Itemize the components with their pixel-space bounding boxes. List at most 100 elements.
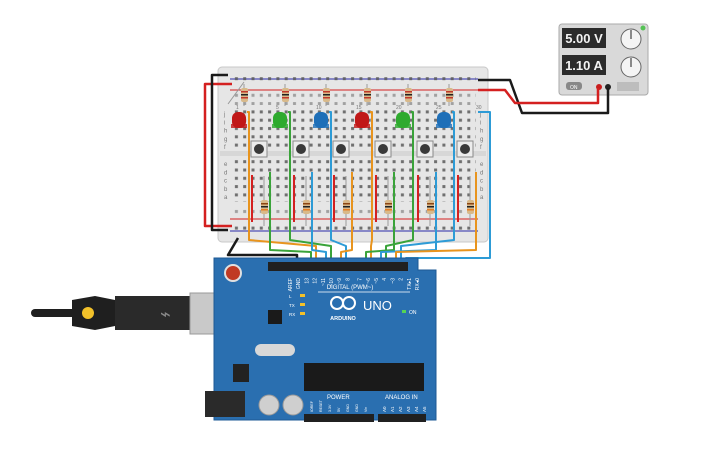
arduino-logo: ARDUINO UNO	[330, 296, 392, 322]
column-number: 25	[436, 105, 442, 111]
signal-wire[interactable]	[247, 111, 317, 270]
model-name: UNO	[363, 298, 392, 313]
wire-supply-positive[interactable]	[478, 88, 600, 105]
row-letter: d	[480, 170, 483, 176]
led-resistor[interactable]	[227, 81, 245, 105]
led-red[interactable]	[231, 112, 247, 128]
status-led-icon	[300, 294, 305, 297]
row-letter: a	[480, 195, 484, 201]
pulldown-resistor[interactable]	[261, 176, 268, 226]
led-green[interactable]	[272, 112, 288, 128]
pulldown-resistor[interactable]	[385, 176, 392, 226]
analog-pin-label: A4	[414, 406, 419, 412]
push-button[interactable]	[374, 140, 392, 158]
led-blue[interactable]	[436, 112, 452, 128]
push-button[interactable]	[292, 140, 310, 158]
usb-cable[interactable]: ⌁	[31, 292, 229, 335]
led-resistor[interactable]	[323, 84, 330, 106]
push-button[interactable]	[250, 140, 268, 158]
analog-pin-label: A0	[382, 406, 387, 412]
pulldown-resistor[interactable]	[303, 176, 310, 226]
usb-symbol-icon: ⌁	[160, 304, 171, 324]
digital-pin-label: 8	[345, 278, 351, 281]
digital-pin-label: ~3	[390, 278, 396, 284]
on-led-label: ON	[409, 310, 417, 316]
status-led-icon	[640, 25, 646, 31]
power-supply[interactable]: 5.00 V 1.10 A ON	[558, 23, 649, 96]
digital-pin-label: ~9	[337, 278, 343, 284]
power-jack	[205, 391, 245, 417]
row-letter: a	[224, 195, 228, 201]
digital-pin-label: 13	[304, 278, 310, 284]
power-pin-label: 3.3V	[328, 404, 332, 412]
power-pin-label: GND	[355, 404, 359, 412]
status-led-icon	[300, 303, 305, 306]
row-letter: c	[224, 179, 227, 185]
analog-label: ANALOG IN	[385, 395, 418, 401]
analog-header	[378, 414, 426, 422]
digital-label: DIGITAL (PWM~)	[327, 285, 374, 291]
wire-red-rail[interactable]	[203, 82, 232, 228]
analog-pin-label: A3	[406, 406, 411, 412]
lightning-icon	[82, 307, 94, 319]
digital-pin-label: GND	[296, 278, 302, 290]
wire-black-rail[interactable]	[210, 73, 228, 232]
power-pin-label: GND	[346, 404, 350, 412]
digital-pin-label: ~6	[366, 278, 372, 284]
infinity-right-icon	[342, 296, 356, 310]
digital-pin-label: 4	[382, 278, 388, 281]
power-pin-label: Vin	[364, 407, 368, 412]
pulldown-resistor[interactable]	[467, 176, 474, 226]
components	[227, 81, 474, 226]
push-button[interactable]	[332, 140, 350, 158]
power-pin-label: 5V	[337, 407, 341, 412]
reset-button[interactable]	[224, 264, 242, 282]
signal-wire[interactable]	[288, 111, 332, 270]
column-number: 15	[356, 105, 362, 111]
led-resistor[interactable]	[282, 84, 289, 106]
led-green[interactable]	[395, 112, 411, 128]
row-letter: h	[480, 129, 483, 135]
row-letter: i	[224, 120, 225, 126]
column-number: 5	[276, 105, 279, 111]
led-blue[interactable]	[313, 112, 329, 128]
signal-wire[interactable]	[370, 111, 373, 270]
pulldown-resistor[interactable]	[343, 176, 350, 226]
digital-pin-label: 12	[313, 278, 319, 284]
power-header	[304, 414, 374, 422]
status-led-label: RX	[289, 312, 295, 317]
row-letter: f	[480, 145, 482, 151]
led-resistor[interactable]	[241, 84, 248, 106]
signal-wire[interactable]	[400, 111, 455, 270]
row-letter: b	[224, 187, 228, 193]
atmega-chip	[304, 363, 424, 391]
led-resistor[interactable]	[446, 84, 453, 106]
row-letter: j	[223, 112, 225, 118]
analog-pin-label: A1	[390, 406, 395, 412]
led-resistor[interactable]	[364, 84, 371, 106]
current-readout: 1.10 A	[565, 58, 603, 73]
digital-pin-label: ~5	[374, 278, 380, 284]
row-letter: b	[480, 187, 484, 193]
row-letter: d	[224, 170, 227, 176]
status-led-label: L	[289, 294, 292, 299]
wire-supply-negative[interactable]	[478, 78, 610, 115]
pulldown-resistor[interactable]	[427, 176, 434, 226]
signal-wire[interactable]	[385, 111, 414, 270]
negative-terminal[interactable]	[605, 84, 611, 90]
led-red[interactable]	[354, 112, 370, 128]
analog-pin-label: A5	[422, 406, 427, 412]
push-button[interactable]	[416, 140, 434, 158]
column-number: 10	[316, 105, 322, 111]
row-letter: h	[224, 129, 227, 135]
push-button[interactable]	[456, 140, 474, 158]
signal-wire[interactable]	[329, 111, 347, 270]
led-resistor[interactable]	[405, 84, 412, 106]
current-display	[562, 55, 606, 75]
power-switch[interactable]	[566, 82, 582, 90]
power-pin-label: IOREF	[310, 400, 314, 412]
wires[interactable]	[203, 73, 610, 270]
